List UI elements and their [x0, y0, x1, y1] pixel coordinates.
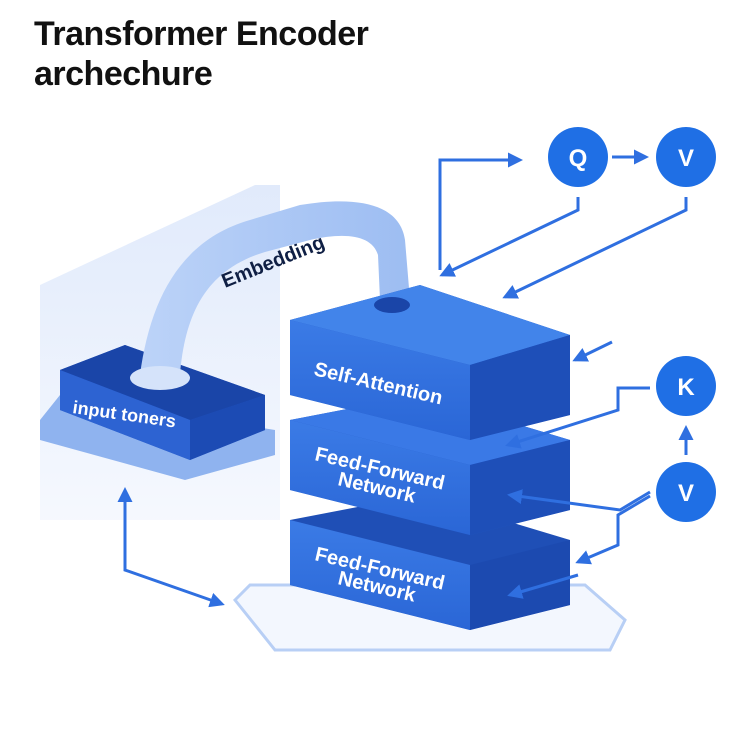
node-q-label: Q: [569, 145, 588, 172]
arrow-v-to-ffn: [507, 489, 651, 512]
arrow-v-down: [502, 197, 688, 299]
arrow-bottom-ffn: [507, 573, 579, 599]
arrow-to-q: [438, 152, 523, 270]
arrow-feedback: [117, 487, 225, 608]
ffn-block-bottom: [290, 495, 570, 630]
arrow-v-to-bottom: [575, 494, 651, 565]
node-k-label: K: [677, 374, 695, 401]
title-line-2: archechure: [34, 55, 213, 93]
node-v-bottom-label: V: [678, 480, 694, 507]
node-v-top: V: [656, 127, 716, 187]
node-v-top-label: V: [678, 145, 694, 172]
title-line-1: Transformer Encoder: [34, 15, 369, 53]
arrow-k-to-attention: [505, 386, 650, 449]
arrow-into-attention: [572, 340, 613, 362]
node-v-bottom: V: [656, 462, 716, 522]
arrow-q-down: [439, 197, 580, 277]
node-k: K: [656, 356, 716, 416]
connectors: [117, 149, 694, 608]
self-attention-block: [290, 285, 570, 440]
diagram-title: Transformer Encoder archechure: [34, 14, 369, 94]
node-q: Q: [548, 127, 608, 187]
